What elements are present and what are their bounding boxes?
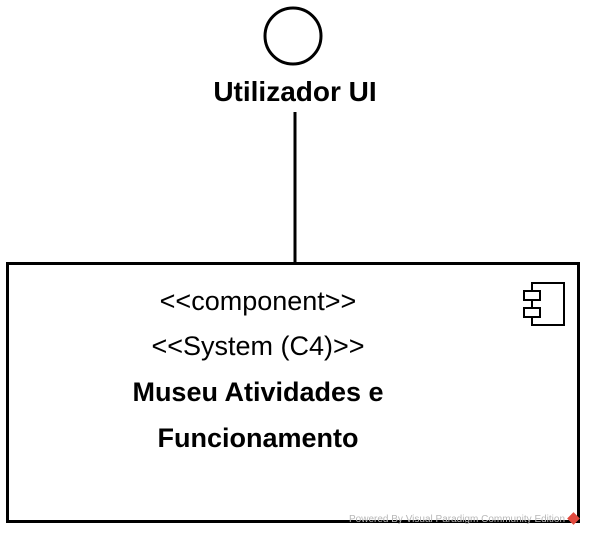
component-box[interactable] xyxy=(6,262,580,523)
interface-label: Utilizador UI xyxy=(213,76,377,107)
uml-component-icon xyxy=(523,282,565,326)
component-name-line-2: Funcionamento xyxy=(157,423,359,453)
lollipop-interface-icon[interactable] xyxy=(263,6,323,66)
watermark-text: Powered By Visual Paradigm Community Edi… xyxy=(349,514,566,525)
visual-paradigm-logo-icon xyxy=(567,512,580,525)
watermark: Powered By Visual Paradigm Community Edi… xyxy=(349,512,580,527)
component-text-block: <<component>> <<System (C4)>> Museu Ativ… xyxy=(80,279,436,461)
component-name-line-1: Museu Atividades e xyxy=(132,377,384,407)
component-stereotype: <<component>> xyxy=(159,286,357,316)
system-c4-stereotype: <<System (C4)>> xyxy=(151,331,365,361)
